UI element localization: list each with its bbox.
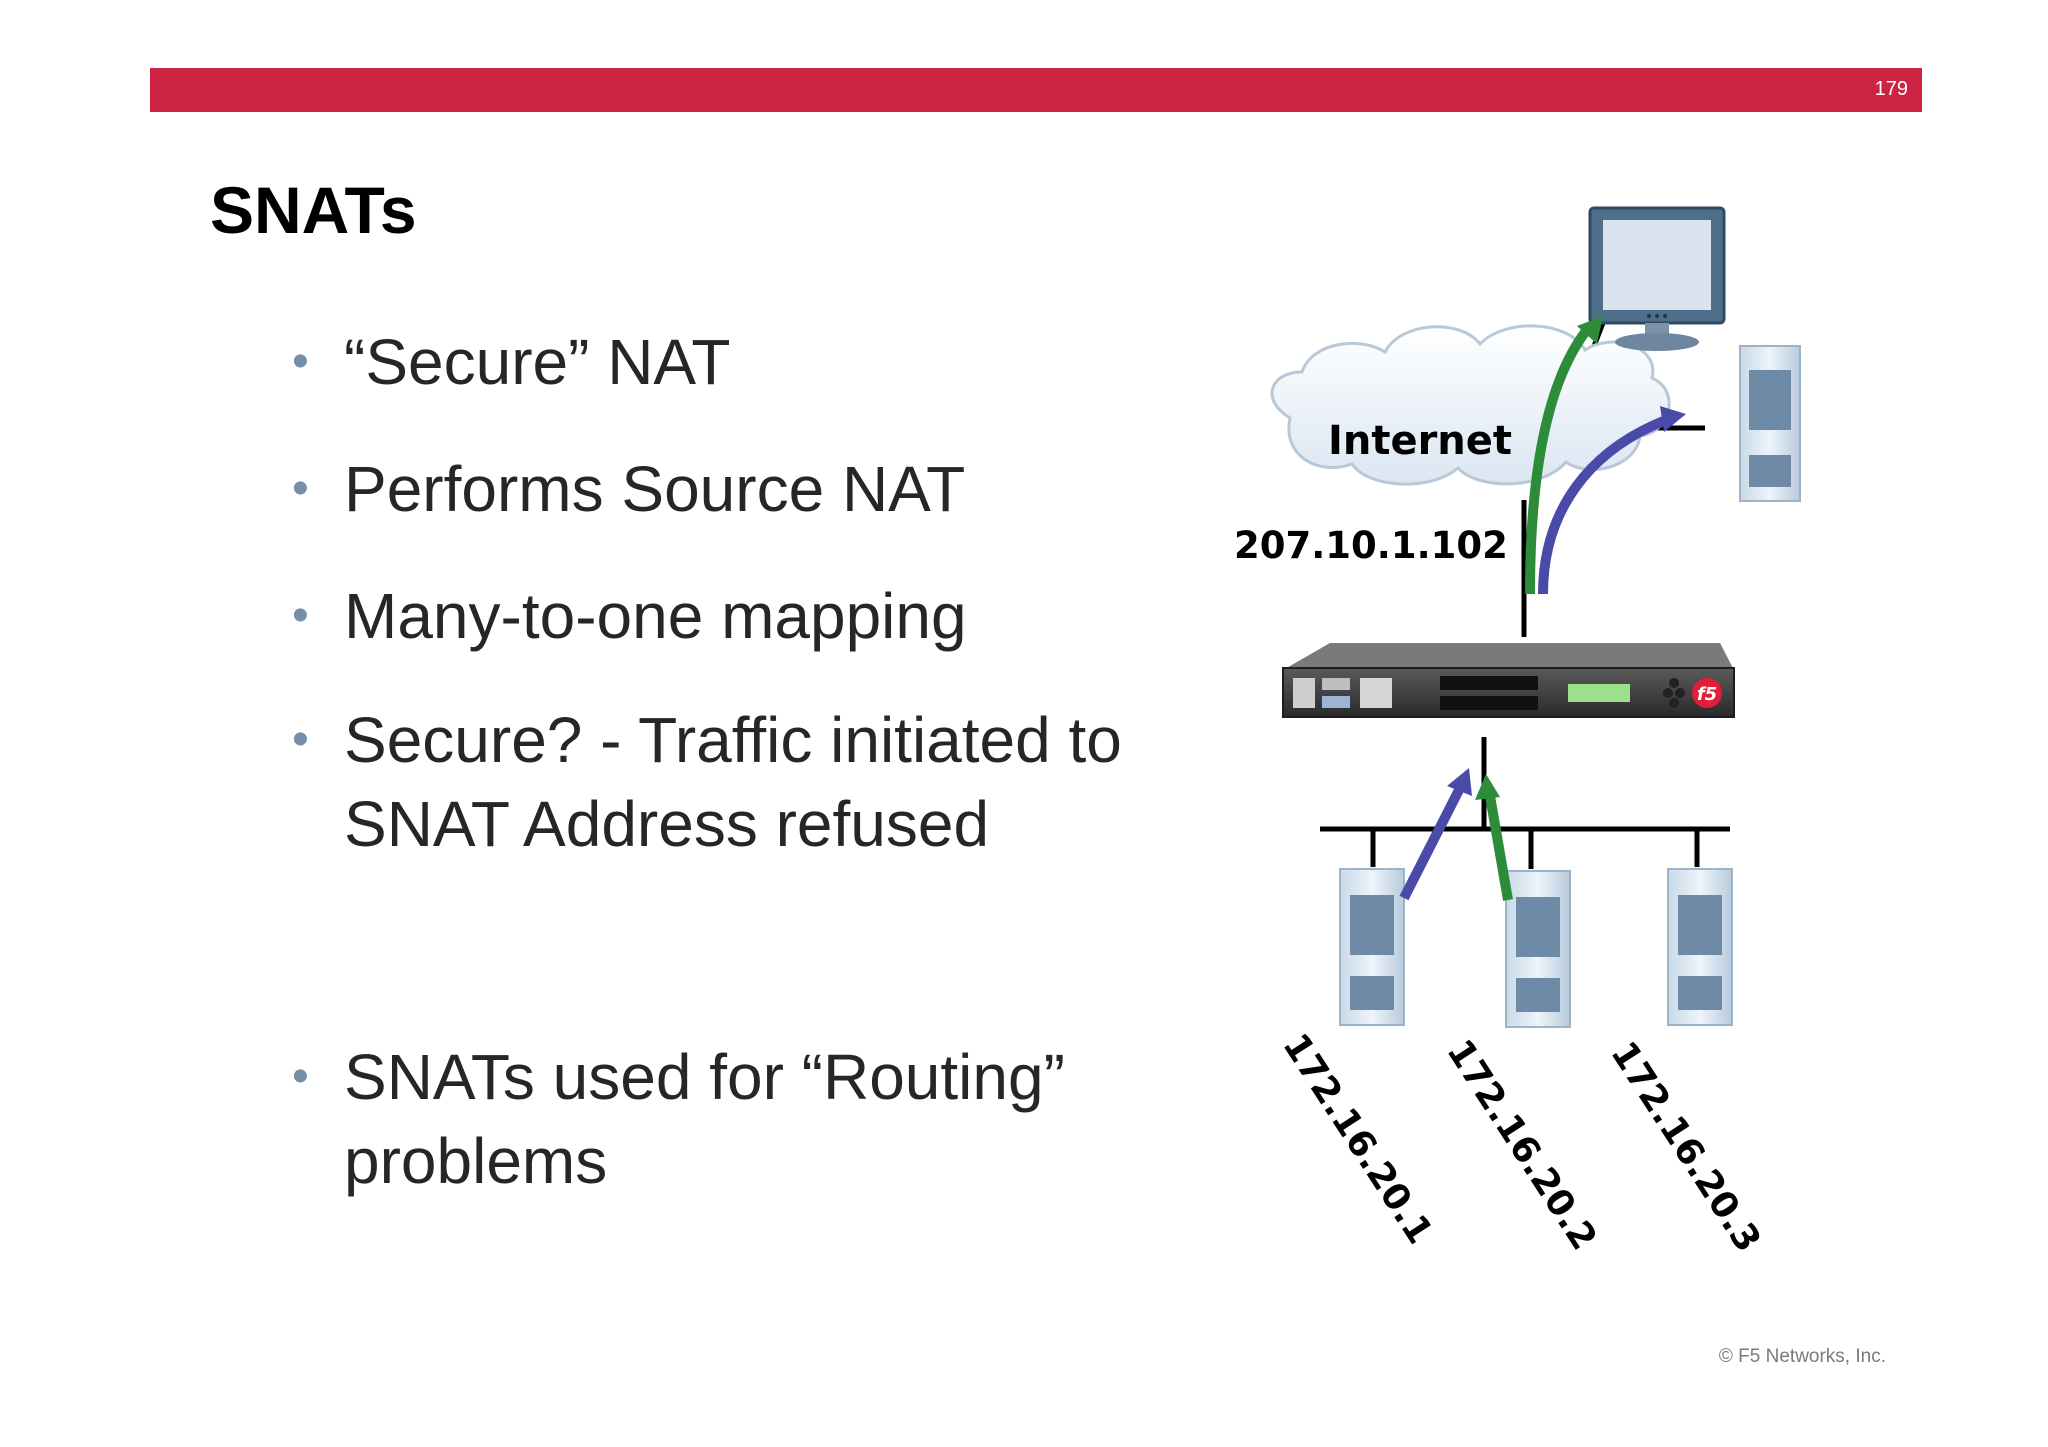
footer-copyright: © F5 Networks, Inc. [1718,1346,1886,1367]
blue-traffic-arrow-lower [1399,768,1472,901]
server-ip-label: 172.16.20.1 [1274,1027,1440,1252]
bullet-text: “Secure” NAT [344,326,731,398]
public-ip-label: 207.10.1.102 [1234,524,1508,567]
bullet-dot-icon: • [292,462,309,515]
top-brand-bar: 179 [150,68,1922,112]
bullet-text: Secure? - Traffic initiated to SNAT Addr… [344,704,1122,860]
bullet-text: SNATs used for “Routing” problems [344,1041,1065,1197]
bullet-dot-icon: • [292,335,309,388]
green-traffic-arrow-lower [1475,774,1513,901]
f5-logo-icon: f5 [1692,678,1722,708]
internet-server-icon [1739,345,1801,502]
bullet-dot-icon: • [292,1050,309,1103]
bullet-text: Many-to-one mapping [344,580,967,652]
device-logo-text: f5 [1697,684,1717,705]
workstation-icon [1588,206,1726,351]
server-3-icon [1667,868,1733,1026]
internet-label: Internet [1328,418,1512,464]
bigip-device-icon [1282,643,1735,718]
server-1-icon [1339,868,1405,1026]
blue-traffic-arrow-upper [1538,406,1686,595]
green-traffic-arrow-upper [1525,316,1603,595]
server-2-icon [1505,870,1571,1028]
bullet-dot-icon: • [292,589,309,642]
server-ip-label: 172.16.20.2 [1438,1033,1604,1258]
server-ip-label: 172.16.20.3 [1602,1035,1768,1260]
bullet-dot-icon: • [292,713,309,766]
slide-title: SNATs [210,173,417,247]
bullet-text: Performs Source NAT [344,453,966,525]
page-number: 179 [1874,78,1908,100]
